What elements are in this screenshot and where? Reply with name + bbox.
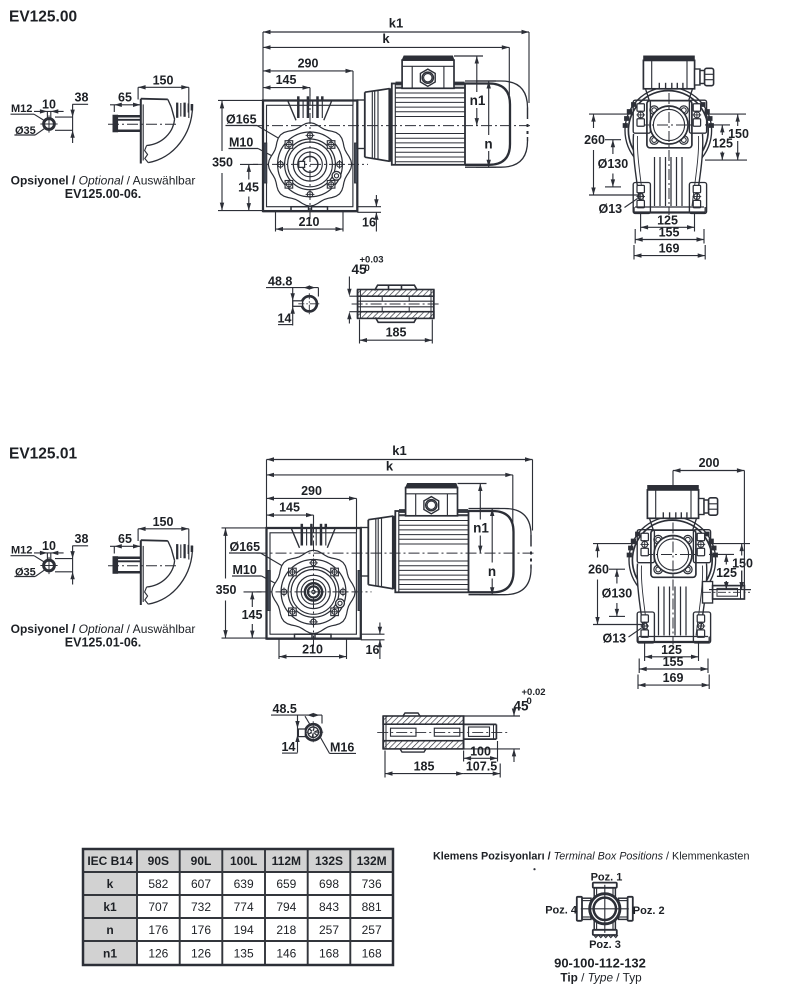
svg-text:126: 126 <box>191 947 211 961</box>
svg-text:185: 185 <box>386 326 407 340</box>
svg-text:881: 881 <box>362 900 382 914</box>
svg-text:607: 607 <box>191 877 211 891</box>
svg-text:218: 218 <box>276 923 296 937</box>
svg-text:14: 14 <box>278 311 292 325</box>
svg-text:257: 257 <box>362 923 382 937</box>
svg-text:90S: 90S <box>148 854 169 868</box>
svg-text:100: 100 <box>470 744 491 758</box>
svg-text:168: 168 <box>319 947 339 961</box>
svg-text:736: 736 <box>362 877 382 891</box>
svg-text:90-100-112-132: 90-100-112-132 <box>554 956 646 971</box>
svg-text:EV125.00-06.: EV125.00-06. <box>65 187 141 201</box>
svg-text:176: 176 <box>148 923 168 937</box>
svg-text:774: 774 <box>234 900 254 914</box>
svg-text:k1: k1 <box>103 900 117 914</box>
svg-text:Klemens Pozisyonları / Termina: Klemens Pozisyonları / Terminal Box Posi… <box>433 851 749 863</box>
svg-text:M16: M16 <box>330 740 354 754</box>
svg-text:Poz. 1: Poz. 1 <box>591 871 623 883</box>
svg-text:Tip / Type / Typ: Tip / Type / Typ <box>560 971 642 985</box>
svg-text:639: 639 <box>234 877 254 891</box>
svg-text:EV125.01: EV125.01 <box>9 446 77 463</box>
svg-text:698: 698 <box>319 877 339 891</box>
svg-text:+0.03: +0.03 <box>360 254 384 265</box>
svg-text:+0.02: +0.02 <box>522 687 546 698</box>
svg-text:794: 794 <box>276 900 296 914</box>
svg-text:132M: 132M <box>357 854 387 868</box>
svg-text:48.8: 48.8 <box>268 274 292 288</box>
svg-text:Poz. 3: Poz. 3 <box>589 939 621 951</box>
svg-text:Opsiyonel / Optional / Auswähl: Opsiyonel / Optional / Auswählbar <box>11 622 196 636</box>
svg-text:168: 168 <box>362 947 382 961</box>
svg-text:135: 135 <box>234 947 254 961</box>
svg-text:k: k <box>107 877 114 891</box>
svg-text:126: 126 <box>148 947 168 961</box>
svg-text:Opsiyonel / Optional / Auswähl: Opsiyonel / Optional / Auswählbar <box>11 174 196 188</box>
svg-text:0: 0 <box>365 263 370 274</box>
svg-text:Poz. 4: Poz. 4 <box>545 904 578 916</box>
svg-text:112M: 112M <box>272 854 301 868</box>
svg-text:200: 200 <box>699 456 720 470</box>
svg-text:176: 176 <box>191 923 211 937</box>
svg-text:n: n <box>106 923 113 937</box>
svg-text:n1: n1 <box>103 947 117 961</box>
svg-text:659: 659 <box>276 877 296 891</box>
svg-text:194: 194 <box>234 923 254 937</box>
svg-text:EV125.00: EV125.00 <box>9 9 77 26</box>
svg-text:843: 843 <box>319 900 339 914</box>
svg-text:0: 0 <box>527 696 532 707</box>
svg-text:257: 257 <box>319 923 339 937</box>
svg-text:45: 45 <box>514 699 530 714</box>
svg-text:146: 146 <box>276 947 296 961</box>
svg-text:107.5: 107.5 <box>466 759 497 773</box>
svg-text:707: 707 <box>148 900 168 914</box>
svg-text:14: 14 <box>282 740 296 754</box>
svg-text:582: 582 <box>148 877 168 891</box>
svg-text:48.5: 48.5 <box>273 702 297 716</box>
svg-text:732: 732 <box>191 900 211 914</box>
svg-text:EV125.01-06.: EV125.01-06. <box>65 636 141 650</box>
svg-text:185: 185 <box>414 759 435 773</box>
svg-text:45: 45 <box>352 262 368 277</box>
svg-text:IEC B14: IEC B14 <box>87 854 133 868</box>
svg-text:Poz. 2: Poz. 2 <box>633 905 665 917</box>
svg-text:90L: 90L <box>191 854 212 868</box>
svg-text:132S: 132S <box>315 854 343 868</box>
svg-text:100L: 100L <box>230 854 257 868</box>
